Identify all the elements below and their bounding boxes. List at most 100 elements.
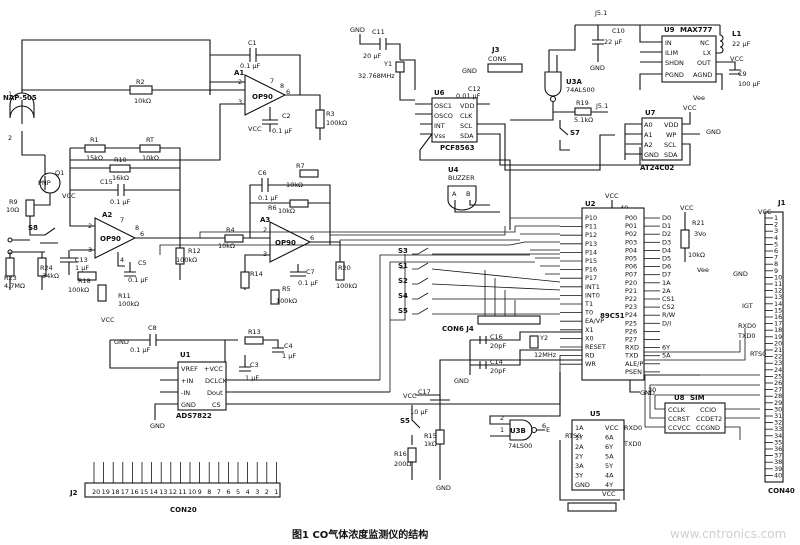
u9-pin-nc: NC <box>700 39 710 47</box>
y1-value: 32.768MHz <box>358 72 395 80</box>
c8-label: C8 <box>148 324 157 332</box>
u2-pin-p07: P07 <box>625 271 637 279</box>
j1-pin-number: 2 <box>774 221 778 229</box>
u1-pin-gnd: GND <box>181 401 196 409</box>
u2-pin-x0: X0 <box>585 334 594 342</box>
y2-value: 12MHz <box>534 351 557 359</box>
svg-text:7: 7 <box>120 216 124 224</box>
u2-pin-p01: P01 <box>625 222 637 230</box>
j2-pin-number: 15 <box>140 488 148 496</box>
c6-value: 0.1 μF <box>258 194 279 202</box>
vee-u9: Vee <box>693 94 705 102</box>
connector-bottom <box>567 502 617 512</box>
u2-net-2a: 2A <box>662 287 671 295</box>
j2-pin-number: 19 <box>102 488 110 496</box>
u2-pin-p15: P15 <box>585 257 597 265</box>
watermark: www.cntronics.com <box>670 527 786 541</box>
j1-pin-number: 19 <box>774 333 782 341</box>
u2-net-d2: D2 <box>662 230 671 238</box>
r20-value: 100kΩ <box>336 282 357 290</box>
c5-label: C5 <box>138 259 147 267</box>
r10-label: R10 <box>114 156 127 164</box>
j2-pin-number: 9 <box>198 488 202 496</box>
u9-pin-pgnd: PGND <box>665 71 684 79</box>
ic-u5: U5 <box>571 410 625 491</box>
ic-u1-ads7822: U1 ADS7822 VREF +IN -IN GND +VCC DCLCK D… <box>176 351 228 420</box>
u2-pin-rxd: RXD <box>625 344 639 352</box>
j2-pin-number: 11 <box>178 488 186 496</box>
c12-label: C12 <box>468 85 481 93</box>
svg-text:7: 7 <box>270 77 274 85</box>
c6-label: C6 <box>258 169 267 177</box>
gate-u3a: U3A 74ALS00 <box>544 71 595 103</box>
j1-pin-number: 23 <box>774 359 782 367</box>
c13-value: 1 μF <box>75 264 89 272</box>
u5-pin-right: 6A <box>605 434 614 442</box>
r15-label: R15 <box>424 432 437 440</box>
u8-pin-ccrst: CCRST <box>668 415 690 423</box>
j1-txd0-label: TXD0 <box>737 332 756 340</box>
j1-pin-number: 1 <box>774 214 778 222</box>
r21-label: R21 <box>692 219 705 227</box>
u5-pin-left: 1Y <box>575 434 583 442</box>
j1-pin-number: 18 <box>774 326 782 334</box>
resistor-r2 <box>129 85 153 95</box>
j2-pin-number: 20 <box>92 488 100 496</box>
c7-value: 0.1 μF <box>298 279 319 287</box>
u9-pin-out: OUT <box>697 59 711 67</box>
u2-net-d6: D6 <box>662 263 671 271</box>
r24-label: R24 <box>40 264 53 272</box>
u2-pin-p27: P27 <box>625 336 637 344</box>
u1-pin-cs: CS <box>212 401 221 409</box>
s3-label: S3 <box>398 247 408 255</box>
resistor-r18 <box>77 271 97 281</box>
j2-pin-number: 18 <box>111 488 119 496</box>
r16-value: 200Ω <box>394 460 411 468</box>
a3-part: OP90 <box>275 239 296 247</box>
c4-label: C4 <box>284 342 293 350</box>
u7-part: AT24C02 <box>640 164 674 172</box>
svg-text:2: 2 <box>263 226 267 234</box>
crystal-y1 <box>395 61 405 73</box>
u2-pin-p06: P06 <box>625 263 637 271</box>
u8-part: SIM <box>690 394 705 402</box>
c16-label: C16 <box>490 333 503 341</box>
u2-pin-int1: INT1 <box>585 283 600 291</box>
u5-pin-right: 4A <box>605 472 614 480</box>
j1-pin-number: 16 <box>774 313 782 321</box>
u2-pin-p11: P11 <box>585 223 597 231</box>
vcc-j1: VCC <box>758 208 772 216</box>
svg-text:E: E <box>546 426 550 434</box>
sensor-label: NAP-505 <box>3 94 37 102</box>
c9-value: 100 μF <box>738 80 761 88</box>
connector-j3: J3 CON5 <box>487 46 523 73</box>
resistor-r3 <box>315 109 325 129</box>
u2-net-rw: R/W <box>662 311 676 319</box>
c14-value: 20pF <box>490 367 506 375</box>
svg-text:6: 6 <box>140 230 144 238</box>
c5-value: 0.1 μF <box>128 276 149 284</box>
vcc-reset: VCC <box>403 392 417 400</box>
u2-pin-p25: P25 <box>625 319 637 327</box>
r2-label: R2 <box>136 78 145 86</box>
c2-value: 0.1 μF <box>272 127 293 135</box>
s2-label: S2 <box>398 277 408 285</box>
j1-pin-number: 5 <box>774 240 778 248</box>
j2-pin-number: 17 <box>121 488 129 496</box>
j1-pin-number: 39 <box>774 465 782 473</box>
u9-pin-lx: LX <box>703 49 712 57</box>
resistor-r21 <box>680 229 690 249</box>
u2-pin-psen: PSEN <box>625 368 642 376</box>
gnd-c11: GND <box>350 26 365 34</box>
j2-part: CON20 <box>170 506 197 514</box>
j1-pin-number: 15 <box>774 306 782 314</box>
r10-value: 16kΩ <box>112 174 129 182</box>
j1-rxd0-label: RXD0 <box>738 322 756 330</box>
u2-pin-p24: P24 <box>625 311 637 319</box>
u2-pin-rd: RD <box>585 352 595 360</box>
u7-pin-sda: SDA <box>664 151 678 159</box>
u2-pin-txd: TXD <box>624 352 638 360</box>
j2-pin-number: 13 <box>159 488 167 496</box>
